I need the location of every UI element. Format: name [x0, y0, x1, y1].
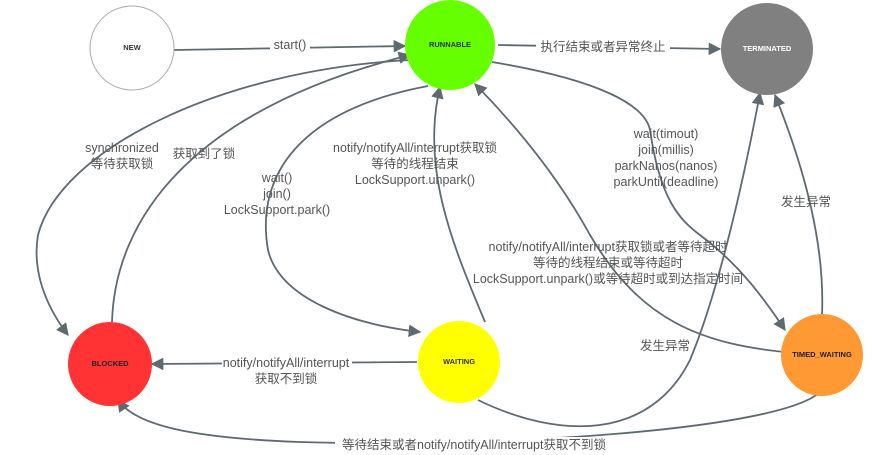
- state-timed-waiting-label: TIMED_WAITING: [792, 350, 852, 359]
- label-notify-interrupt: notify/notifyAll/interrupt: [223, 356, 350, 370]
- state-terminated-label: TERMINATED: [743, 44, 792, 53]
- state-blocked-circle: [68, 322, 152, 406]
- edge-blocked-to-runnable: [111, 51, 412, 323]
- state-terminated-circle: [721, 3, 813, 95]
- state-new: NEW: [89, 5, 175, 91]
- label-notify-acquire-lock: notify/notifyAll/interrupt获取锁: [333, 140, 497, 155]
- state-timed-waiting: TIMED_WAITING: [781, 314, 863, 396]
- label-lock-not-acquired: 获取不到锁: [255, 371, 318, 386]
- edge-runnable-to-waiting: [264, 85, 429, 338]
- label-start: start(): [274, 38, 307, 52]
- edge-timed-waiting-to-terminated: [773, 93, 824, 316]
- label-bg: [222, 354, 352, 386]
- state-new-label: NEW: [123, 43, 141, 52]
- edge-runnable-to-blocked: [35, 59, 411, 337]
- label-join-millis: join(millis): [637, 143, 694, 157]
- state-runnable-label: RUNNABLE: [429, 40, 471, 49]
- state-terminated: TERMINATED: [721, 3, 813, 95]
- label-thread-finished: 等待的线程结束: [371, 156, 459, 171]
- label-park-nanos: parkNanos(nanos): [615, 159, 718, 173]
- label-locksupport-park: LockSupport.park(): [224, 203, 330, 217]
- state-blocked: BLOCKED: [68, 322, 152, 406]
- state-new-circle: [89, 5, 175, 91]
- edge-waiting-to-terminated: [477, 91, 765, 428]
- label-finish-or-exception: 执行结束或者异常终止: [540, 39, 665, 54]
- edge-timed-waiting-to-runnable: [474, 83, 796, 354]
- label-park-until: parkUntil(deadline): [614, 175, 719, 189]
- label-lock-acquired: 获取到了锁: [173, 146, 236, 161]
- label-locksupport-unpark: LockSupport.unpark(): [355, 173, 475, 187]
- edge-labels: start() 执行结束或者异常终止 synchronized 等待获取锁 获取…: [85, 36, 831, 453]
- nodes: NEW RUNNABLE TERMINATED BLOCKED WAITING …: [68, 0, 863, 406]
- label-thread-finished-or-timeout: 等待的线程结束或等待超时: [533, 255, 684, 270]
- label-bg: [335, 437, 613, 453]
- edge-runnable-to-timed-waiting: [491, 61, 786, 332]
- label-exception-timed: 发生异常: [781, 194, 831, 209]
- edges: [35, 39, 824, 445]
- label-bg: [270, 36, 310, 52]
- state-waiting-label: WAITING: [443, 357, 475, 366]
- state-timed-waiting-circle: [781, 314, 863, 396]
- label-timed-notify-no-lock: 等待结束或者notify/notifyAll/interrupt获取不到锁: [342, 437, 606, 452]
- label-exception-waiting: 发生异常: [640, 338, 690, 353]
- state-runnable-circle: [405, 0, 495, 90]
- label-bg: [536, 38, 670, 55]
- state-blocked-label: BLOCKED: [91, 359, 129, 368]
- edge-waiting-to-runnable: [431, 85, 486, 323]
- state-waiting: WAITING: [418, 321, 500, 403]
- label-waiting-for-lock: 等待获取锁: [91, 156, 154, 171]
- label-wait-timeout: wait(timout): [633, 127, 699, 141]
- state-runnable: RUNNABLE: [405, 0, 495, 90]
- state-waiting-circle: [418, 321, 500, 403]
- label-synchronized: synchronized: [85, 141, 159, 155]
- label-unpark-or-deadline: LockSupport.unpark()或等待超时或到达指定时间: [473, 271, 743, 286]
- label-join: join(): [262, 187, 291, 201]
- label-notify-or-timeout: notify/notifyAll/interrupt获取锁或者等待超时: [489, 239, 728, 254]
- label-wait: wait(): [261, 171, 293, 185]
